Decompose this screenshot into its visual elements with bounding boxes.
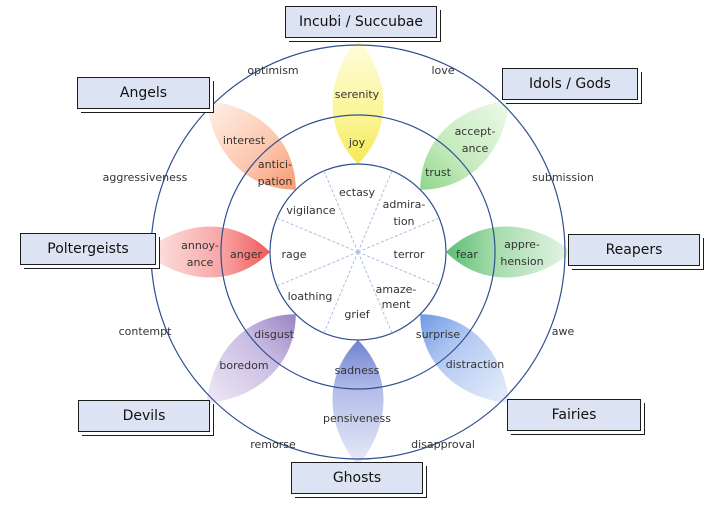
emotion-serenity: serenity	[335, 88, 380, 101]
dyad-optimism: optimism	[247, 64, 298, 77]
petal-anger	[144, 226, 270, 278]
emotion-amazement-line2: ment	[382, 298, 411, 311]
dyad-disapproval: disapproval	[411, 438, 475, 451]
emotion-rage: rage	[281, 248, 306, 261]
dyad-aggressiveness: aggressiveness	[103, 171, 188, 184]
emotion-anticipation-line2: pation	[258, 175, 293, 188]
emotion-terror: terror	[394, 248, 425, 261]
dyad-awe: awe	[552, 325, 575, 338]
label-box-ghosts: Ghosts	[291, 462, 423, 494]
label-box-reapers: Reapers	[568, 234, 700, 266]
emotion-sadness: sadness	[335, 364, 380, 377]
emotion-acceptance-line2: ance	[462, 142, 489, 155]
emotion-pensiveness: pensiveness	[323, 412, 391, 425]
emotion-interest: interest	[223, 134, 266, 147]
label-box-poltergeists: Poltergeists	[20, 233, 156, 265]
emotion-anger: anger	[230, 248, 262, 261]
emotion-trust: trust	[425, 166, 452, 179]
petal-surprise	[420, 314, 510, 404]
emotion-annoyance-line2: ance	[187, 256, 214, 269]
emotion-loathing: loathing	[288, 290, 333, 303]
label-box-incubi-succubae: Incubi / Succubae	[285, 6, 437, 38]
dyad-contempt: contempt	[119, 325, 173, 338]
petal-trust	[420, 100, 510, 190]
emotion-anticipation-line1: antici-	[258, 158, 292, 171]
label-box-devils: Devils	[78, 400, 210, 432]
petal-fear	[446, 226, 572, 278]
emotion-surprise: surprise	[416, 328, 461, 341]
petal-sadness	[332, 340, 384, 466]
emotion-joy: joy	[348, 136, 366, 149]
label-box-fairies: Fairies	[507, 399, 641, 431]
emotion-boredom: boredom	[219, 359, 268, 372]
label-box-angels: Angels	[77, 77, 210, 109]
emotion-amazement-line1: amaze-	[376, 283, 417, 296]
emotion-admiration-line1: admira-	[383, 198, 426, 211]
emotion-fear: fear	[456, 248, 478, 261]
emotion-apprehension-line1: appre-	[504, 238, 540, 251]
emotion-vigilance: vigilance	[286, 204, 335, 217]
petal-disgust	[206, 314, 296, 404]
emotion-disgust: disgust	[254, 328, 294, 341]
emotion-apprehension-line2: hension	[500, 255, 543, 268]
petal-joy	[332, 38, 384, 164]
label-box-idols-gods: Idols / Gods	[502, 68, 638, 100]
dyad-love: love	[431, 64, 454, 77]
emotion-grief: grief	[344, 308, 370, 321]
middle-ring	[220, 114, 496, 390]
dyad-remorse: remorse	[250, 438, 296, 451]
emotion-ecstasy: ectasy	[339, 186, 376, 199]
petal-anticipation	[206, 100, 296, 190]
emotion-distraction: distraction	[446, 358, 504, 371]
emotion-acceptance-line1: accept-	[455, 125, 496, 138]
emotion-annoyance-line1: annoy-	[181, 239, 219, 252]
dyad-submission: submission	[532, 171, 594, 184]
emotion-admiration-line2: tion	[393, 215, 414, 228]
